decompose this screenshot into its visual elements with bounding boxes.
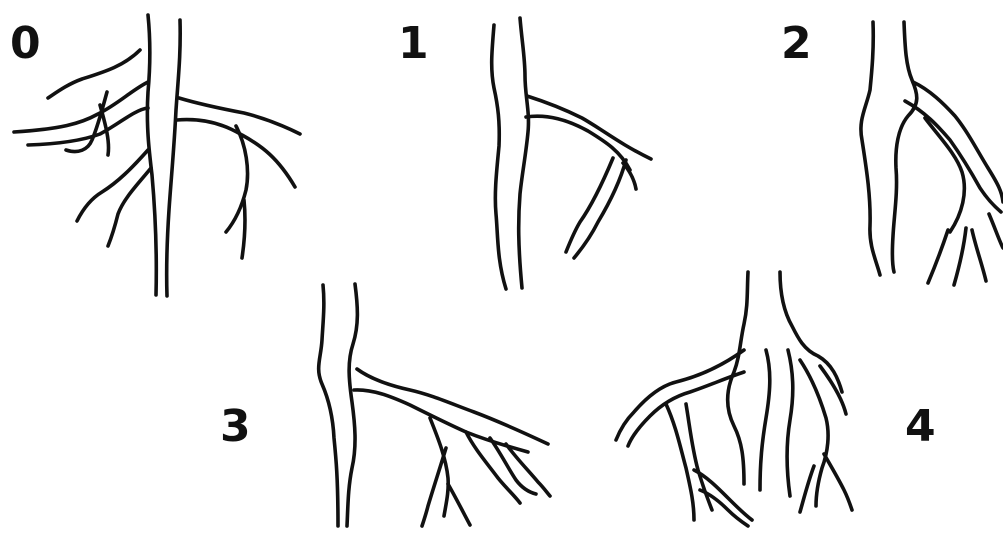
panel-label-1: 1 [398, 22, 429, 66]
panel-label-0: 0 [10, 22, 41, 66]
panel-label-4: 4 [905, 405, 936, 449]
panel-0-vessel-line [48, 50, 140, 98]
panel-1-vessel-line [526, 116, 630, 170]
panel-2-vessel-line [928, 230, 948, 283]
panel-2-vessel-group [861, 22, 1003, 285]
panel-4-vessel-line [780, 272, 842, 392]
panel-1-vessel-line [527, 96, 651, 159]
panel-1-vessel-group [492, 18, 651, 289]
panel-0-vessel-line [28, 108, 148, 145]
panel-0-vessel-line [108, 168, 151, 246]
panel-4-vessel-line [760, 350, 770, 490]
panel-0-vessel-line [167, 20, 181, 296]
panel-3-vessel-line [319, 285, 338, 526]
panel-3-vessel-line [357, 369, 548, 444]
panel-0-vessel-line [14, 82, 148, 132]
panel-2-vessel-line [954, 228, 966, 285]
panel-label-3: 3 [220, 405, 251, 449]
panel-3-vessel-line [448, 484, 470, 525]
panel-4-vessel-line [800, 360, 828, 506]
panel-1-vessel-line [519, 18, 529, 288]
panel-1-vessel-line [574, 160, 626, 258]
panel-0-vessel-line [179, 98, 300, 134]
panel-3-vessel-group [319, 284, 550, 526]
panel-0-vessel-line [147, 15, 156, 295]
panel-1-vessel-line [492, 25, 506, 289]
panel-label-2: 2 [781, 22, 812, 66]
panel-2-vessel-line [989, 214, 1003, 248]
panel-2-vessel-line [972, 230, 986, 281]
panel-2-vessel-line [913, 82, 1003, 202]
panel-4-vessel-line [824, 454, 852, 510]
panel-2-vessel-line [861, 22, 880, 275]
panel-3-vessel-line [422, 448, 446, 526]
panel-4-vessel-line [787, 350, 793, 496]
panel-0-vessel-group [14, 15, 300, 296]
panel-0-vessel-line [242, 200, 245, 258]
panel-2-vessel-line [892, 22, 916, 272]
panel-4-vessel-group [616, 272, 852, 526]
panel-3-vessel-line [347, 284, 357, 526]
panel-4-vessel-line [800, 466, 814, 512]
